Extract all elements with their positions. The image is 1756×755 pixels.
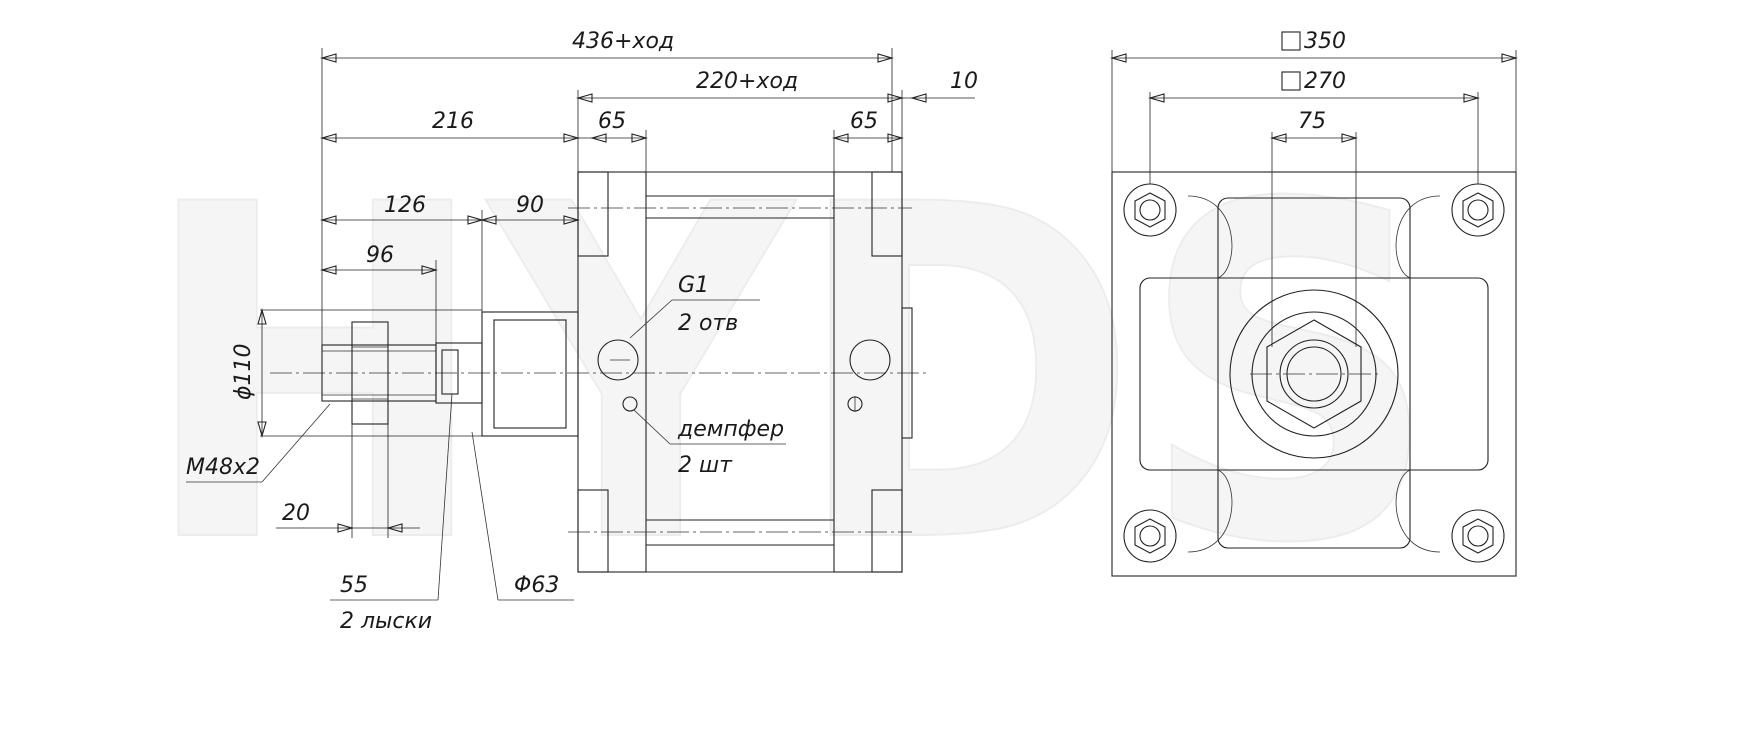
callout-damper-count: 2 шт	[678, 453, 733, 478]
side-view	[186, 48, 975, 601]
dim-thread-length: 96	[366, 243, 394, 268]
dim-rod-diameter: ϕ110	[231, 343, 256, 400]
dim-rod-extension: 216	[432, 109, 474, 134]
dim-bolt-square: 270	[1304, 69, 1346, 94]
callout-flats-count: 2 лыски	[340, 609, 432, 634]
front-view	[1109, 31, 1519, 577]
watermark-text: HYDS	[140, 109, 1440, 644]
callout-port-size: G1	[678, 273, 709, 298]
dim-center-bore: 75	[1298, 109, 1326, 134]
callout-port-count: 2 отв	[678, 311, 738, 336]
callout-flats-size: 55	[340, 573, 368, 598]
dim-outer-square: 350	[1304, 29, 1346, 54]
dim-flange-rear: 65	[850, 109, 878, 134]
dim-overall-length: 436+ход	[572, 29, 674, 54]
dim-rod-to-collar: 126	[384, 193, 426, 218]
dim-body-length: 220+ход	[696, 69, 798, 94]
dim-collar: 90	[516, 193, 544, 218]
dim-nut-width: 20	[282, 501, 310, 526]
callout-damper: демпфер	[677, 417, 784, 442]
callout-thread: M48x2	[186, 455, 260, 480]
dim-flange-front: 65	[598, 109, 626, 134]
callout-collar-diameter: Φ63	[514, 573, 559, 598]
dim-front-gap: 10	[950, 69, 978, 94]
